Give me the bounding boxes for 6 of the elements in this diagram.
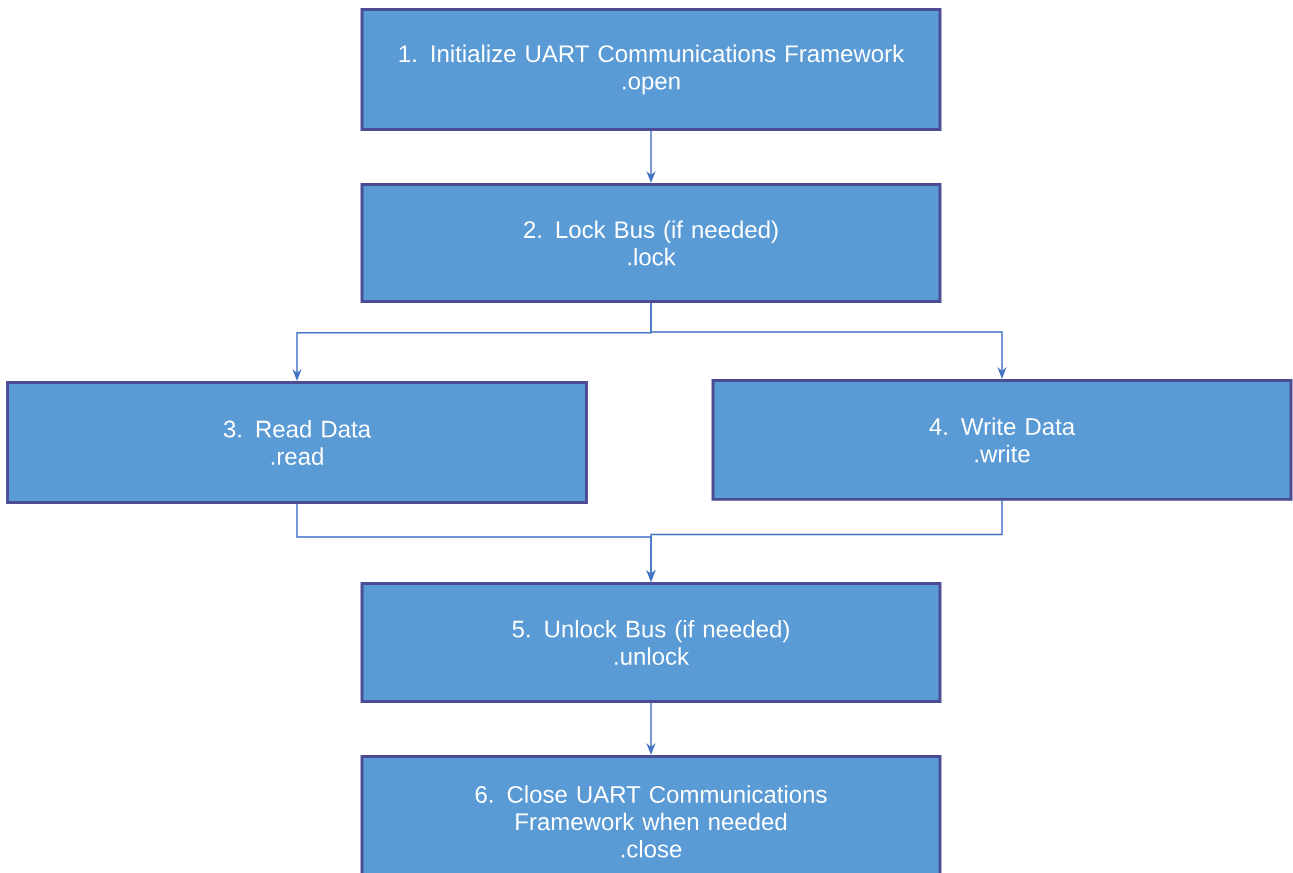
process-box: 1. Initialize UART Communications Framework .open	[360, 8, 942, 131]
process-box: 2. Lock Bus (if needed) .lock	[360, 183, 942, 303]
process-box: 4. Write Data .write	[711, 379, 1293, 501]
process-box: 3. Read Data .read	[6, 381, 588, 504]
process-box: 5. Unlock Bus (if needed) .unlock	[360, 582, 942, 703]
process-box: 6. Close UART Communications Framework when needed .close	[360, 755, 942, 873]
